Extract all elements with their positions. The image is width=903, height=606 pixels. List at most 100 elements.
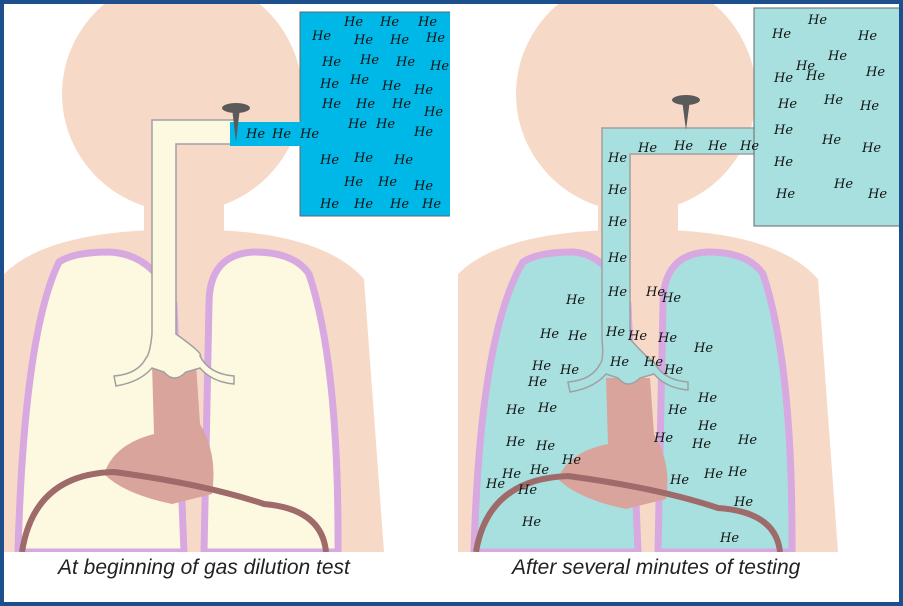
helium-molecule-label: He	[517, 483, 537, 498]
helium-molecule-label: He	[559, 363, 579, 378]
helium-molecule-label: He	[245, 127, 265, 142]
helium-molecule-label: He	[865, 65, 885, 80]
helium-molecule-label: He	[311, 29, 331, 44]
helium-molecule-label: He	[353, 151, 373, 166]
helium-molecule-label: He	[607, 251, 627, 266]
helium-molecule-label: He	[773, 155, 793, 170]
helium-molecule-label: He	[697, 391, 717, 406]
helium-molecule-label: He	[673, 139, 693, 154]
helium-molecule-label: He	[355, 97, 375, 112]
helium-molecule-label: He	[867, 187, 887, 202]
helium-molecule-label: He	[391, 97, 411, 112]
helium-molecule-label: He	[567, 329, 587, 344]
helium-molecule-label: He	[423, 105, 443, 120]
helium-molecule-label: He	[381, 79, 401, 94]
helium-molecule-label: He	[707, 139, 727, 154]
helium-molecule-label: He	[299, 127, 319, 142]
helium-molecule-label: He	[521, 515, 541, 530]
helium-molecule-label: He	[319, 197, 339, 212]
helium-molecule-label: He	[607, 151, 627, 166]
helium-molecule-label: He	[395, 55, 415, 70]
helium-molecule-label: He	[719, 531, 739, 546]
helium-molecule-label: He	[321, 97, 341, 112]
helium-molecule-label: He	[377, 175, 397, 190]
helium-molecule-label: He	[421, 197, 441, 212]
helium-molecule-label: He	[657, 331, 677, 346]
helium-molecule-label: He	[805, 69, 825, 84]
helium-molecule-label: He	[535, 439, 555, 454]
helium-molecule-label: He	[733, 495, 753, 510]
helium-molecule-label: He	[823, 93, 843, 108]
helium-molecule-label: He	[627, 329, 647, 344]
helium-molecule-label: He	[359, 53, 379, 68]
helium-molecule-label: He	[667, 403, 687, 418]
helium-molecule-label: He	[389, 33, 409, 48]
helium-molecule-label: He	[413, 179, 433, 194]
helium-molecule-label: He	[349, 73, 369, 88]
helium-molecule-label: He	[663, 363, 683, 378]
helium-molecule-label: He	[375, 117, 395, 132]
helium-molecule-label: He	[739, 139, 759, 154]
helium-molecule-label: He	[561, 453, 581, 468]
helium-molecule-label: He	[773, 71, 793, 86]
helium-molecule-label: He	[271, 127, 291, 142]
helium-molecule-label: He	[771, 27, 791, 42]
helium-molecule-label: He	[531, 359, 551, 374]
helium-molecule-label: He	[605, 325, 625, 340]
helium-molecule-label: He	[319, 153, 339, 168]
helium-molecule-label: He	[485, 477, 505, 492]
helium-molecule-label: He	[353, 33, 373, 48]
helium-molecule-label: He	[643, 355, 663, 370]
helium-molecule-label: He	[417, 15, 437, 30]
helium-molecule-label: He	[347, 117, 367, 132]
helium-molecule-label: He	[661, 291, 681, 306]
helium-molecule-label: He	[775, 187, 795, 202]
helium-molecule-label: He	[807, 13, 827, 28]
helium-molecule-label: He	[505, 403, 525, 418]
helium-molecule-label: He	[389, 197, 409, 212]
helium-molecule-label: He	[861, 141, 881, 156]
helium-molecule-label: He	[565, 293, 585, 308]
helium-molecule-label: He	[353, 197, 373, 212]
helium-molecule-label: He	[857, 29, 877, 44]
helium-molecule-label: He	[737, 433, 757, 448]
helium-molecule-label: He	[607, 215, 627, 230]
helium-molecule-label: He	[607, 285, 627, 300]
helium-molecule-label: He	[343, 15, 363, 30]
helium-molecule-label: He	[859, 99, 879, 114]
helium-molecule-label: He	[393, 153, 413, 168]
caption-before-test: At beginning of gas dilution test	[58, 556, 350, 580]
helium-molecule-label: He	[505, 435, 525, 450]
helium-molecule-label: He	[637, 141, 657, 156]
helium-molecule-label: He	[321, 55, 341, 70]
helium-molecule-label: He	[821, 133, 841, 148]
helium-molecule-label: He	[669, 473, 689, 488]
helium-molecule-label: He	[607, 183, 627, 198]
helium-molecule-label: He	[703, 467, 723, 482]
helium-molecule-label: He	[609, 355, 629, 370]
helium-molecule-label: He	[777, 97, 797, 112]
helium-molecule-label: He	[697, 419, 717, 434]
helium-molecule-label: He	[413, 125, 433, 140]
helium-molecule-label: He	[539, 327, 559, 342]
helium-molecule-label: He	[827, 49, 847, 64]
helium-molecule-label: He	[379, 15, 399, 30]
helium-molecule-label: He	[773, 123, 793, 138]
helium-molecule-label: He	[343, 175, 363, 190]
helium-molecule-label: He	[691, 437, 711, 452]
helium-molecule-label: He	[319, 77, 339, 92]
helium-molecule-label: He	[653, 431, 673, 446]
caption-after-test: After several minutes of testing	[512, 556, 800, 580]
helium-molecule-label: He	[425, 31, 445, 46]
helium-molecule-label: He	[833, 177, 853, 192]
helium-molecule-label: He	[429, 59, 449, 74]
helium-molecule-label: He	[693, 341, 713, 356]
helium-molecule-label: He	[413, 83, 433, 98]
helium-molecule-label: He	[537, 401, 557, 416]
helium-molecule-label: He	[529, 463, 549, 478]
helium-molecule-label: He	[727, 465, 747, 480]
helium-molecule-label: He	[527, 375, 547, 390]
